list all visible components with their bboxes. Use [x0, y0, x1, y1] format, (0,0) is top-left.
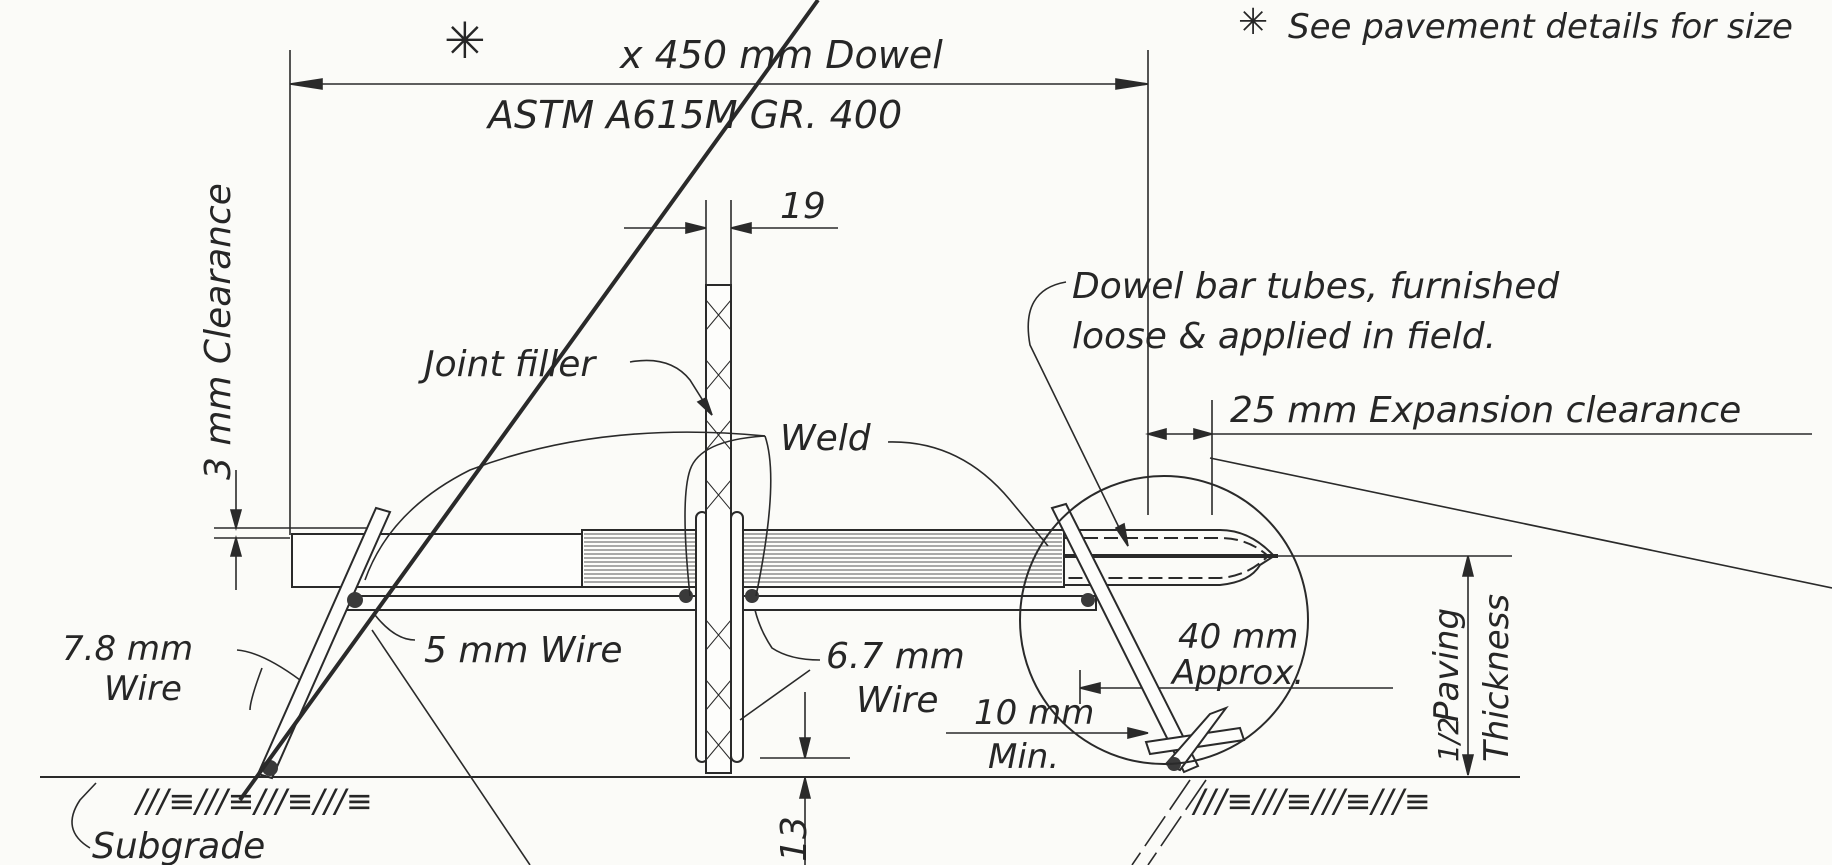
dowel-star: ✳: [444, 12, 486, 70]
expansion-label: 25 mm Expansion clearance: [1230, 390, 1741, 431]
detail-leader-line: [1209, 457, 1832, 589]
dim-13-label: 13: [774, 816, 815, 862]
section-cut-line: [238, 0, 820, 802]
tubes-label-line1: Dowel bar tubes, furnished: [1072, 266, 1560, 307]
arrowhead-right: [1115, 78, 1149, 90]
arrowhead-left: [289, 78, 323, 90]
dowel-bar-bare-segment: [291, 533, 583, 588]
wire-78-line2: Wire: [104, 669, 182, 709]
weld-label: Weld: [780, 418, 872, 459]
paving-line2: Thickness: [1477, 594, 1517, 762]
dim-10-line1: 10 mm: [974, 693, 1094, 733]
paving-line1: Paving: [1427, 608, 1467, 722]
subgrade-hatch-right: ///≡///≡///≡///≡: [1191, 782, 1431, 820]
tubes-label-line2: loose & applied in field.: [1072, 316, 1496, 357]
dim-40-line2: Approx.: [1170, 653, 1304, 693]
wire-78-line1: 7.8 mm: [62, 629, 193, 669]
dim-19-label: 19: [780, 186, 826, 227]
subgrade-hatch-left: ///≡///≡///≡///≡: [133, 782, 373, 820]
dim-40-line1: 40 mm: [1178, 617, 1298, 657]
dowel-bar: [291, 529, 1065, 588]
dowel-bar-tube: [1064, 529, 1278, 586]
note-symbol: ✳: [1238, 2, 1268, 43]
dowel-bar-hatching: [584, 533, 1062, 583]
paving-half: 1/2: [1432, 717, 1465, 762]
dimension-lines: [214, 50, 1832, 865]
joint-filler-label: Joint filler: [418, 344, 597, 385]
clearance-label: 3 mm Clearance: [198, 183, 239, 480]
detail-circle: [1019, 475, 1309, 765]
joint-filler: [705, 284, 732, 774]
note-text: See pavement details for size: [1288, 7, 1793, 47]
subgrade-label: Subgrade: [92, 826, 265, 865]
left-leg-wire: [256, 506, 392, 780]
dowel-label: x 450 mm Dowel: [619, 33, 943, 77]
wire-67-line1: 6.7 mm: [826, 636, 965, 677]
dim-10-line2: Min.: [988, 737, 1059, 777]
wire-67-line2: Wire: [856, 680, 939, 721]
labels: ✳ See pavement details for size ✳ x 450 …: [62, 2, 1793, 865]
leader-lines: [71, 281, 1207, 865]
vertical-wire-right: [730, 511, 744, 763]
astm-label: ASTM A615M GR. 400: [485, 93, 902, 137]
wire-5-label: 5 mm Wire: [424, 630, 622, 671]
right-leg-wire: [1050, 502, 1200, 774]
